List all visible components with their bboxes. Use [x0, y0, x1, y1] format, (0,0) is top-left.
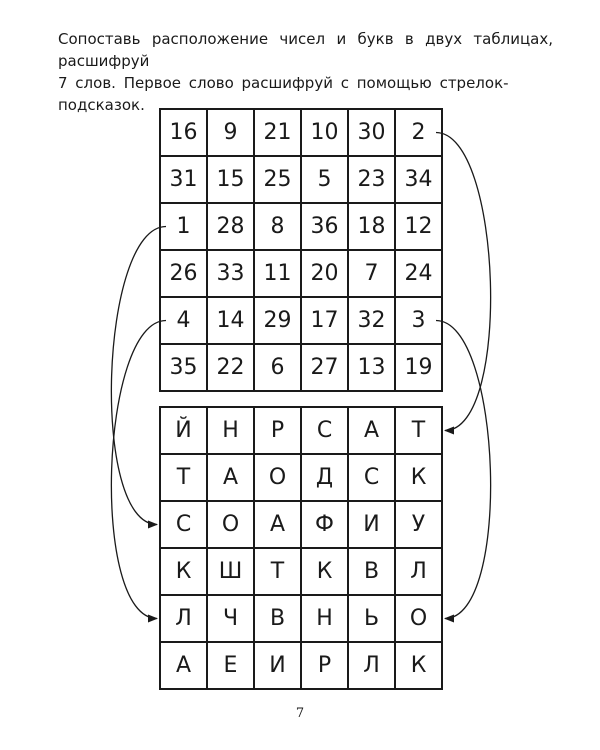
- letter-cell: Ч: [206, 594, 255, 643]
- hint-arrow: [435, 319, 492, 623]
- number-cell: 23: [347, 155, 396, 204]
- letter-cell: О: [394, 594, 443, 643]
- number-cell: 26: [159, 249, 208, 298]
- number-cell: 20: [300, 249, 349, 298]
- number-cell: 15: [206, 155, 255, 204]
- letter-cell: С: [347, 453, 396, 502]
- number-cell: 4: [159, 296, 208, 345]
- letter-cell: Ф: [300, 500, 349, 549]
- letter-cell: Т: [394, 406, 443, 455]
- number-cell: 22: [206, 343, 255, 392]
- letter-cell: Р: [300, 641, 349, 690]
- letter-cell: Н: [206, 406, 255, 455]
- letter-cell: Ш: [206, 547, 255, 596]
- number-cell: 11: [253, 249, 302, 298]
- letter-cell: А: [347, 406, 396, 455]
- letter-cell: Д: [300, 453, 349, 502]
- number-cell: 2: [394, 108, 443, 157]
- number-cell: 19: [394, 343, 443, 392]
- number-cell: 35: [159, 343, 208, 392]
- letter-cell: А: [159, 641, 208, 690]
- letter-cell: Ь: [347, 594, 396, 643]
- letter-cell: К: [394, 641, 443, 690]
- number-cell: 30: [347, 108, 396, 157]
- letter-cell: К: [159, 547, 208, 596]
- letter-cell: Т: [159, 453, 208, 502]
- number-cell: 12: [394, 202, 443, 251]
- instructions-line-2: 7 слов. Первое слово расшифруй с помощью…: [58, 74, 509, 114]
- letter-cell: У: [394, 500, 443, 549]
- number-cell: 5: [300, 155, 349, 204]
- instructions-line-1: Сопоставь расположение чисел и букв в дв…: [58, 30, 553, 70]
- number-cell: 7: [347, 249, 396, 298]
- number-cell: 27: [300, 343, 349, 392]
- letter-cell: О: [206, 500, 255, 549]
- letter-cell: А: [253, 500, 302, 549]
- number-cell: 24: [394, 249, 443, 298]
- letter-cell: Й: [159, 406, 208, 455]
- letter-cell: С: [300, 406, 349, 455]
- number-cell: 33: [206, 249, 255, 298]
- number-cell: 18: [347, 202, 396, 251]
- letter-cell: Р: [253, 406, 302, 455]
- letter-cell: С: [159, 500, 208, 549]
- number-cell: 29: [253, 296, 302, 345]
- number-cell: 14: [206, 296, 255, 345]
- page-number: 7: [295, 706, 305, 721]
- letter-cell: А: [206, 453, 255, 502]
- letter-cell: К: [394, 453, 443, 502]
- number-cell: 34: [394, 155, 443, 204]
- number-cell: 16: [159, 108, 208, 157]
- number-cell: 3: [394, 296, 443, 345]
- number-cell: 10: [300, 108, 349, 157]
- letter-cell: О: [253, 453, 302, 502]
- letter-cell: Т: [253, 547, 302, 596]
- number-cell: 31: [159, 155, 208, 204]
- letter-cell: В: [347, 547, 396, 596]
- hint-arrow: [110, 225, 167, 529]
- hint-arrow: [435, 131, 492, 435]
- number-cell: 21: [253, 108, 302, 157]
- letter-cell: Л: [159, 594, 208, 643]
- number-cell: 6: [253, 343, 302, 392]
- number-cell: 32: [347, 296, 396, 345]
- number-cell: 36: [300, 202, 349, 251]
- number-cell: 17: [300, 296, 349, 345]
- letter-cell: И: [253, 641, 302, 690]
- letter-cell: Н: [300, 594, 349, 643]
- number-cell: 9: [206, 108, 255, 157]
- number-cell: 1: [159, 202, 208, 251]
- letter-cell: Е: [206, 641, 255, 690]
- number-cell: 25: [253, 155, 302, 204]
- letter-cell: Л: [347, 641, 396, 690]
- number-cell: 8: [253, 202, 302, 251]
- letter-cell: Л: [394, 547, 443, 596]
- letter-cell: В: [253, 594, 302, 643]
- number-cell: 28: [206, 202, 255, 251]
- task-instructions: Сопоставь расположение чисел и букв в дв…: [58, 28, 553, 116]
- letter-cell: И: [347, 500, 396, 549]
- letter-cell: К: [300, 547, 349, 596]
- number-cell: 13: [347, 343, 396, 392]
- hint-arrow: [110, 319, 167, 623]
